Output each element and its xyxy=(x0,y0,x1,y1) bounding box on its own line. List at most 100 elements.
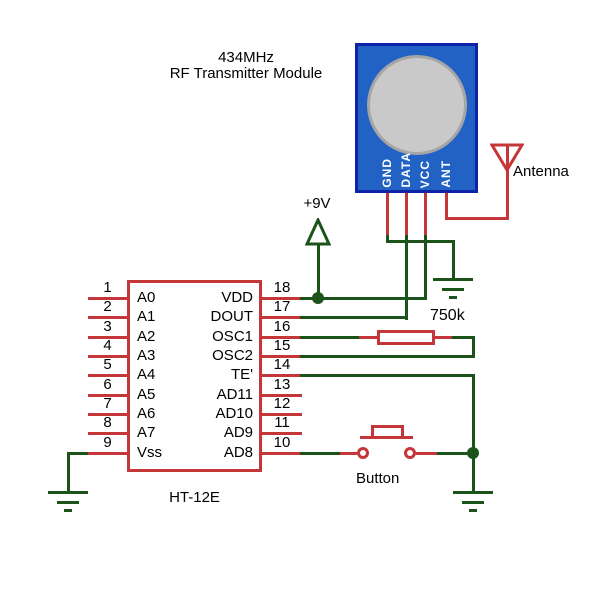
module-pin-label-ant: ANT xyxy=(439,160,453,188)
wire-antenna-vertical xyxy=(506,146,509,220)
ic-pin-number: 15 xyxy=(273,337,291,354)
button-label: Button xyxy=(356,470,400,487)
button-cap-top xyxy=(371,425,404,428)
wire-antenna-horizontal xyxy=(445,217,509,220)
module-pin-label-gnd: GND xyxy=(380,158,394,188)
ic-pin-label: A1 xyxy=(137,308,156,325)
ic-pin-stub-11 xyxy=(262,432,302,435)
ic-pin-stub-7 xyxy=(88,413,127,416)
ic-pin-number: 9 xyxy=(103,434,112,451)
ic-pin-number: 5 xyxy=(103,356,112,373)
ic-pin-label: A3 xyxy=(137,347,156,364)
ground-bar-1 xyxy=(48,491,88,494)
ic-pin-number: 3 xyxy=(103,318,112,335)
wire-module-vcc-stub xyxy=(424,193,427,235)
ic-pin-label: A4 xyxy=(137,366,156,383)
wire-vcc-vertical xyxy=(424,235,427,300)
wire-dout-horizontal xyxy=(300,316,408,319)
resistor-750k xyxy=(377,330,435,345)
ic-pin-number: 1 xyxy=(103,279,112,296)
resistor-value-label: 750k xyxy=(430,307,465,324)
power-label: +9V xyxy=(303,195,331,212)
ic-pin-stub-8 xyxy=(88,432,127,435)
wire-button-lead-right xyxy=(416,452,437,455)
ic-pin-label: OSC2 xyxy=(212,347,253,364)
ic-pin-stub-5 xyxy=(88,374,127,377)
ic-pin-label: A0 xyxy=(137,289,156,306)
ic-pin-label: VDD xyxy=(221,289,253,306)
ic-pin-stub-2 xyxy=(88,316,127,319)
wire-button-lead-left xyxy=(340,452,357,455)
ic-pin-number: 6 xyxy=(103,376,112,393)
ic-pin-label: AD10 xyxy=(215,405,253,422)
ic-pin-stub-13 xyxy=(262,394,302,397)
wire-gnd-horizontal xyxy=(386,240,455,243)
ground-bar-3 xyxy=(64,509,72,512)
ic-pin-stub-14 xyxy=(262,374,300,377)
wire-data-vertical xyxy=(405,235,408,320)
ic-pin-label: A2 xyxy=(137,328,156,345)
wire-vdd-horizontal xyxy=(300,297,427,300)
ic-pin-label: AD8 xyxy=(223,444,253,461)
ic-pin-number: 10 xyxy=(273,434,291,451)
wire-te-horizontal xyxy=(300,374,475,377)
power-arrow-triangle xyxy=(305,218,331,246)
wire-ad8-horizontal xyxy=(300,452,340,455)
ic-pin-label: Vss xyxy=(137,444,163,461)
wire-vss-horizontal xyxy=(67,452,90,455)
wire-osc1-right xyxy=(452,336,475,339)
ic-pin-label: A6 xyxy=(137,405,156,422)
ic-pin-number: 12 xyxy=(273,395,291,412)
ic-pin-stub-17 xyxy=(262,316,300,319)
ic-pin-label: DOUT xyxy=(210,308,254,325)
wire-resistor-lead-left xyxy=(359,336,377,339)
rf-module-can xyxy=(367,55,467,155)
ic-pin-label: TE' xyxy=(230,366,253,383)
junction-dot-vdd xyxy=(312,292,324,304)
ground-bar-2 xyxy=(462,501,484,504)
ic-pin-number: 2 xyxy=(103,298,112,315)
module-pin-label-data: DATA xyxy=(399,152,413,188)
wire-vss-vertical xyxy=(67,452,70,493)
wire-module-ant-stub xyxy=(445,193,448,219)
ic-pin-stub-1 xyxy=(88,297,127,300)
ic-pin-label: A5 xyxy=(137,386,156,403)
antenna-label: Antenna xyxy=(513,163,569,180)
wire-gnd-to-ground xyxy=(452,240,455,280)
ic-pin-number: 4 xyxy=(103,337,112,354)
ic-pin-label: OSC1 xyxy=(212,328,253,345)
wire-osc1-left xyxy=(300,336,360,339)
ground-bar-2 xyxy=(57,501,79,504)
title-line-module: RF Transmitter Module xyxy=(169,65,323,82)
ground-bar-2 xyxy=(442,288,464,291)
wire-power-vertical xyxy=(317,245,320,299)
button-terminal-right xyxy=(404,447,416,459)
wire-osc-loop-vertical xyxy=(472,336,475,358)
ground-bar-1 xyxy=(433,278,473,281)
ic-pin-stub-16 xyxy=(262,336,300,339)
module-pin-label-vcc: VCC xyxy=(418,159,432,188)
ic-pin-stub-9 xyxy=(88,452,127,455)
button-cap-base xyxy=(360,436,413,439)
ic-pin-number: 8 xyxy=(103,414,112,431)
power-arrow-icon xyxy=(305,218,331,246)
ic-pin-number: 11 xyxy=(274,414,290,431)
button-terminal-left xyxy=(357,447,369,459)
wire-te-vertical xyxy=(472,374,475,455)
wire-osc2-horizontal xyxy=(300,355,475,358)
ic-pin-label: A7 xyxy=(137,424,156,441)
ic-pin-stub-3 xyxy=(88,336,127,339)
title-line-frequency: 434MHz xyxy=(218,49,274,66)
ic-pin-stub-18 xyxy=(262,297,300,300)
ground-bar-3 xyxy=(449,296,457,299)
rf-transmitter-module: GND DATA VCC ANT xyxy=(355,43,478,193)
ic-pin-number: 7 xyxy=(103,395,112,412)
ic-name-label: HT-12E xyxy=(169,489,220,506)
button-cap-right xyxy=(401,427,404,437)
wire-module-data-stub xyxy=(405,193,408,235)
button-cap-left xyxy=(371,427,374,437)
ic-pin-number: 18 xyxy=(273,279,291,296)
ic-pin-number: 17 xyxy=(273,298,291,315)
ic-pin-number: 13 xyxy=(273,376,291,393)
